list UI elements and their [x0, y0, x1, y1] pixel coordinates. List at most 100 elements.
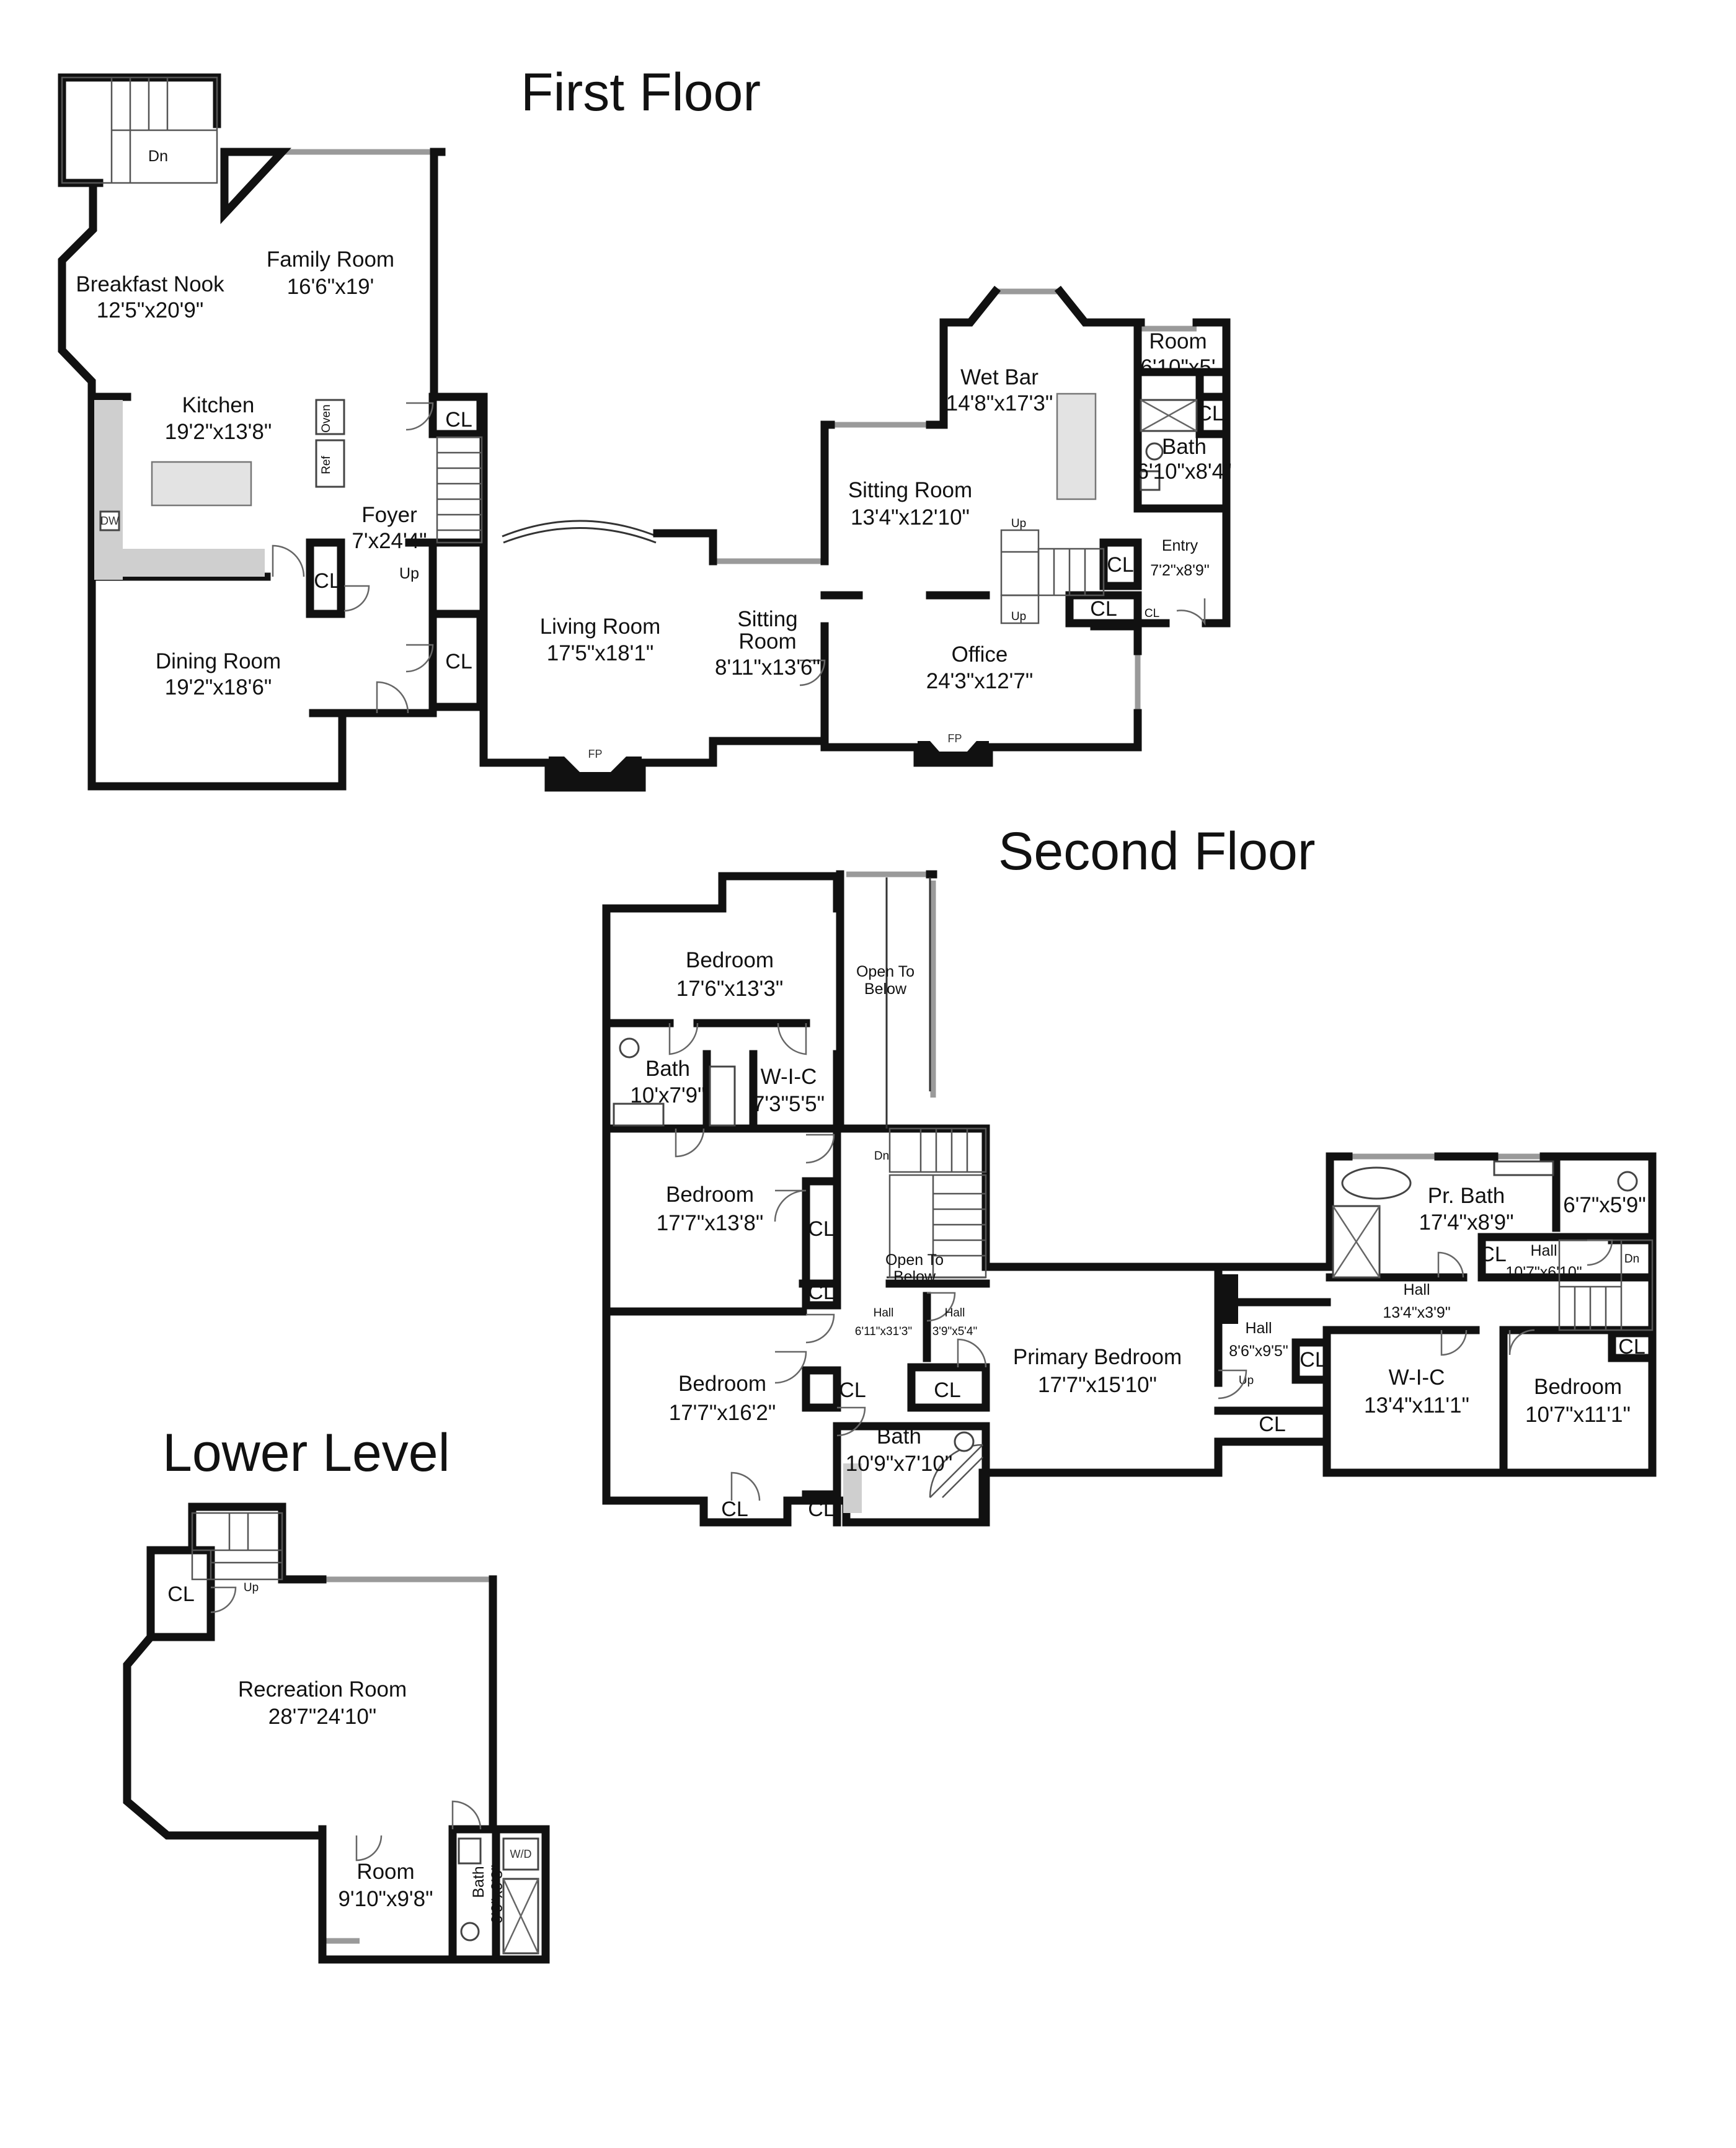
room-dims: 7'2"x8'9" — [1150, 562, 1209, 579]
room-name: Breakfast Nook — [76, 272, 224, 296]
room-name: Bedroom — [686, 948, 774, 972]
closet-label: CL — [808, 1498, 835, 1521]
room-name: Below — [864, 980, 907, 998]
room-dims: 10'7"x11'1" — [1525, 1403, 1631, 1427]
closet-label: CL — [721, 1498, 748, 1521]
room-name: Bedroom — [1534, 1375, 1622, 1399]
room-name: Wet Bar — [960, 365, 1038, 389]
room-name: Foyer — [361, 503, 417, 527]
second-floor-plan: Dn Dn Up — [602, 870, 1657, 1527]
closet-label: CL — [445, 408, 472, 432]
room-name: Open To — [885, 1251, 944, 1269]
room-name: Bath — [1162, 435, 1207, 459]
room-name: Entry — [1162, 537, 1198, 554]
room-name: W-I-C — [1389, 1365, 1445, 1390]
stairs-down-label: Dn — [148, 148, 168, 165]
room-dims: 17'6"x13'3" — [676, 977, 784, 1001]
room-name: Bath — [645, 1057, 690, 1081]
room-dims: 7'x24'4" — [352, 529, 427, 553]
room-name: Recreation Room — [238, 1677, 407, 1702]
closet-label: CL — [808, 1280, 835, 1304]
room-dims: 7'3"5'5" — [753, 1092, 825, 1116]
room-name: Room — [738, 629, 796, 654]
lower-level-plan: Up W/D — [123, 1502, 550, 1964]
room-dims: 12'5"x20'9" — [97, 298, 204, 322]
stairs-down-label: Dn — [874, 1150, 889, 1163]
stairs-up-label: Up — [244, 1581, 259, 1594]
room-dims: 17'7"x15'10" — [1038, 1373, 1157, 1397]
closet-label: CL — [839, 1378, 866, 1402]
room-name: Kitchen — [182, 393, 255, 417]
room-dims: 17'7"x13'8" — [657, 1211, 764, 1235]
first-floor-plan: FP FP Oven Ref DW — [58, 73, 1231, 792]
room-dims: 9'10"x9'8" — [338, 1887, 433, 1911]
room-dims: 19'2"x13'8" — [165, 420, 272, 444]
room-name: Room — [356, 1860, 414, 1884]
room-dims: 19'2"x18'6" — [165, 675, 272, 699]
room-dims: 10'9"x7'10" — [846, 1452, 953, 1476]
room-dims: 13'4"x12'10" — [851, 505, 970, 530]
room-name: Sitting — [737, 607, 797, 631]
room-name: Hall — [945, 1307, 965, 1320]
room-dims: 3'9"x5'4" — [932, 1325, 978, 1338]
oven-label: Oven — [320, 404, 333, 432]
room-name: Hall — [1403, 1281, 1430, 1298]
stairs-up-label: Up — [1011, 610, 1026, 623]
ref-label: Ref — [320, 456, 333, 474]
fireplace-label: FP — [588, 748, 602, 760]
room-dims: 24'3"x12'7" — [926, 669, 1034, 693]
room-dims: 28'7"24'10" — [268, 1705, 376, 1729]
room-name: Office — [952, 642, 1008, 667]
room-dims: 6'10"x8'4" — [1136, 459, 1231, 484]
room-dims: 6'11"x31'3" — [855, 1325, 912, 1338]
room-dims: 17'5"x18'1" — [547, 641, 654, 665]
second-floor-title: Second Floor — [998, 822, 1316, 881]
closet-label: CL — [1479, 1243, 1506, 1266]
closet-label: CL — [808, 1217, 835, 1241]
stairs-up-label: Up — [399, 565, 419, 582]
closet-label: CL — [445, 650, 472, 673]
room-name: Hall — [1245, 1320, 1272, 1337]
closet-label: CL — [1300, 1348, 1326, 1372]
room-name: Family Room — [267, 247, 394, 272]
closet-label: CL — [1259, 1413, 1285, 1436]
closet-label: CL — [934, 1378, 960, 1402]
first-floor-title: First Floor — [521, 63, 761, 122]
room-dims: 6'9"x9'8" — [489, 1865, 506, 1924]
room-dims: 8'11"x13'6" — [715, 655, 820, 680]
room-name: Bedroom — [678, 1372, 766, 1396]
closet-label: CL — [1197, 402, 1223, 425]
closet-label: CL — [314, 569, 340, 593]
room-dims: 17'4"x8'9" — [1419, 1210, 1513, 1235]
room-name: Room — [1149, 329, 1207, 353]
room-name: Living Room — [540, 615, 661, 639]
room-name: Open To — [856, 963, 914, 980]
room-dims: 6'7"x5'9" — [1563, 1193, 1646, 1217]
closet-label: CL — [167, 1582, 194, 1606]
room-dims: 13'4"x11'1" — [1364, 1393, 1469, 1418]
closet-label: CL — [1618, 1335, 1645, 1359]
room-dims: 6'10"x5' — [1140, 355, 1215, 379]
stairs-down-label: Dn — [1624, 1253, 1639, 1266]
room-dims: 10'7"x6'10" — [1505, 1264, 1582, 1281]
room-name: Bath — [877, 1424, 921, 1449]
room-name: Hall — [1530, 1242, 1557, 1259]
lower-level-title: Lower Level — [162, 1423, 450, 1483]
room-dims: 17'7"x16'2" — [669, 1401, 776, 1425]
room-dims: 10'x7'9" — [630, 1083, 705, 1107]
fireplace-label: FP — [947, 732, 962, 745]
first-floor-labels: Breakfast Nook 12'5"x20'9" Family Room 1… — [76, 247, 1231, 699]
closet-label: CL — [1107, 553, 1133, 577]
closet-label: CL — [1145, 607, 1159, 620]
stairs-up-label: Up — [1011, 517, 1026, 530]
room-name: W-I-C — [761, 1065, 817, 1089]
room-name: Primary Bedroom — [1013, 1345, 1182, 1369]
room-dims: 8'6"x9'5" — [1229, 1342, 1288, 1360]
washer-dryer-label: W/D — [510, 1848, 532, 1860]
room-name: Pr. Bath — [1428, 1184, 1505, 1208]
room-name: Below — [893, 1268, 936, 1285]
closet-label: CL — [1090, 597, 1117, 621]
lower-level-labels: Recreation Room 28'7"24'10" Room 9'10"x9… — [167, 1582, 506, 1924]
room-name: Hall — [874, 1307, 894, 1320]
